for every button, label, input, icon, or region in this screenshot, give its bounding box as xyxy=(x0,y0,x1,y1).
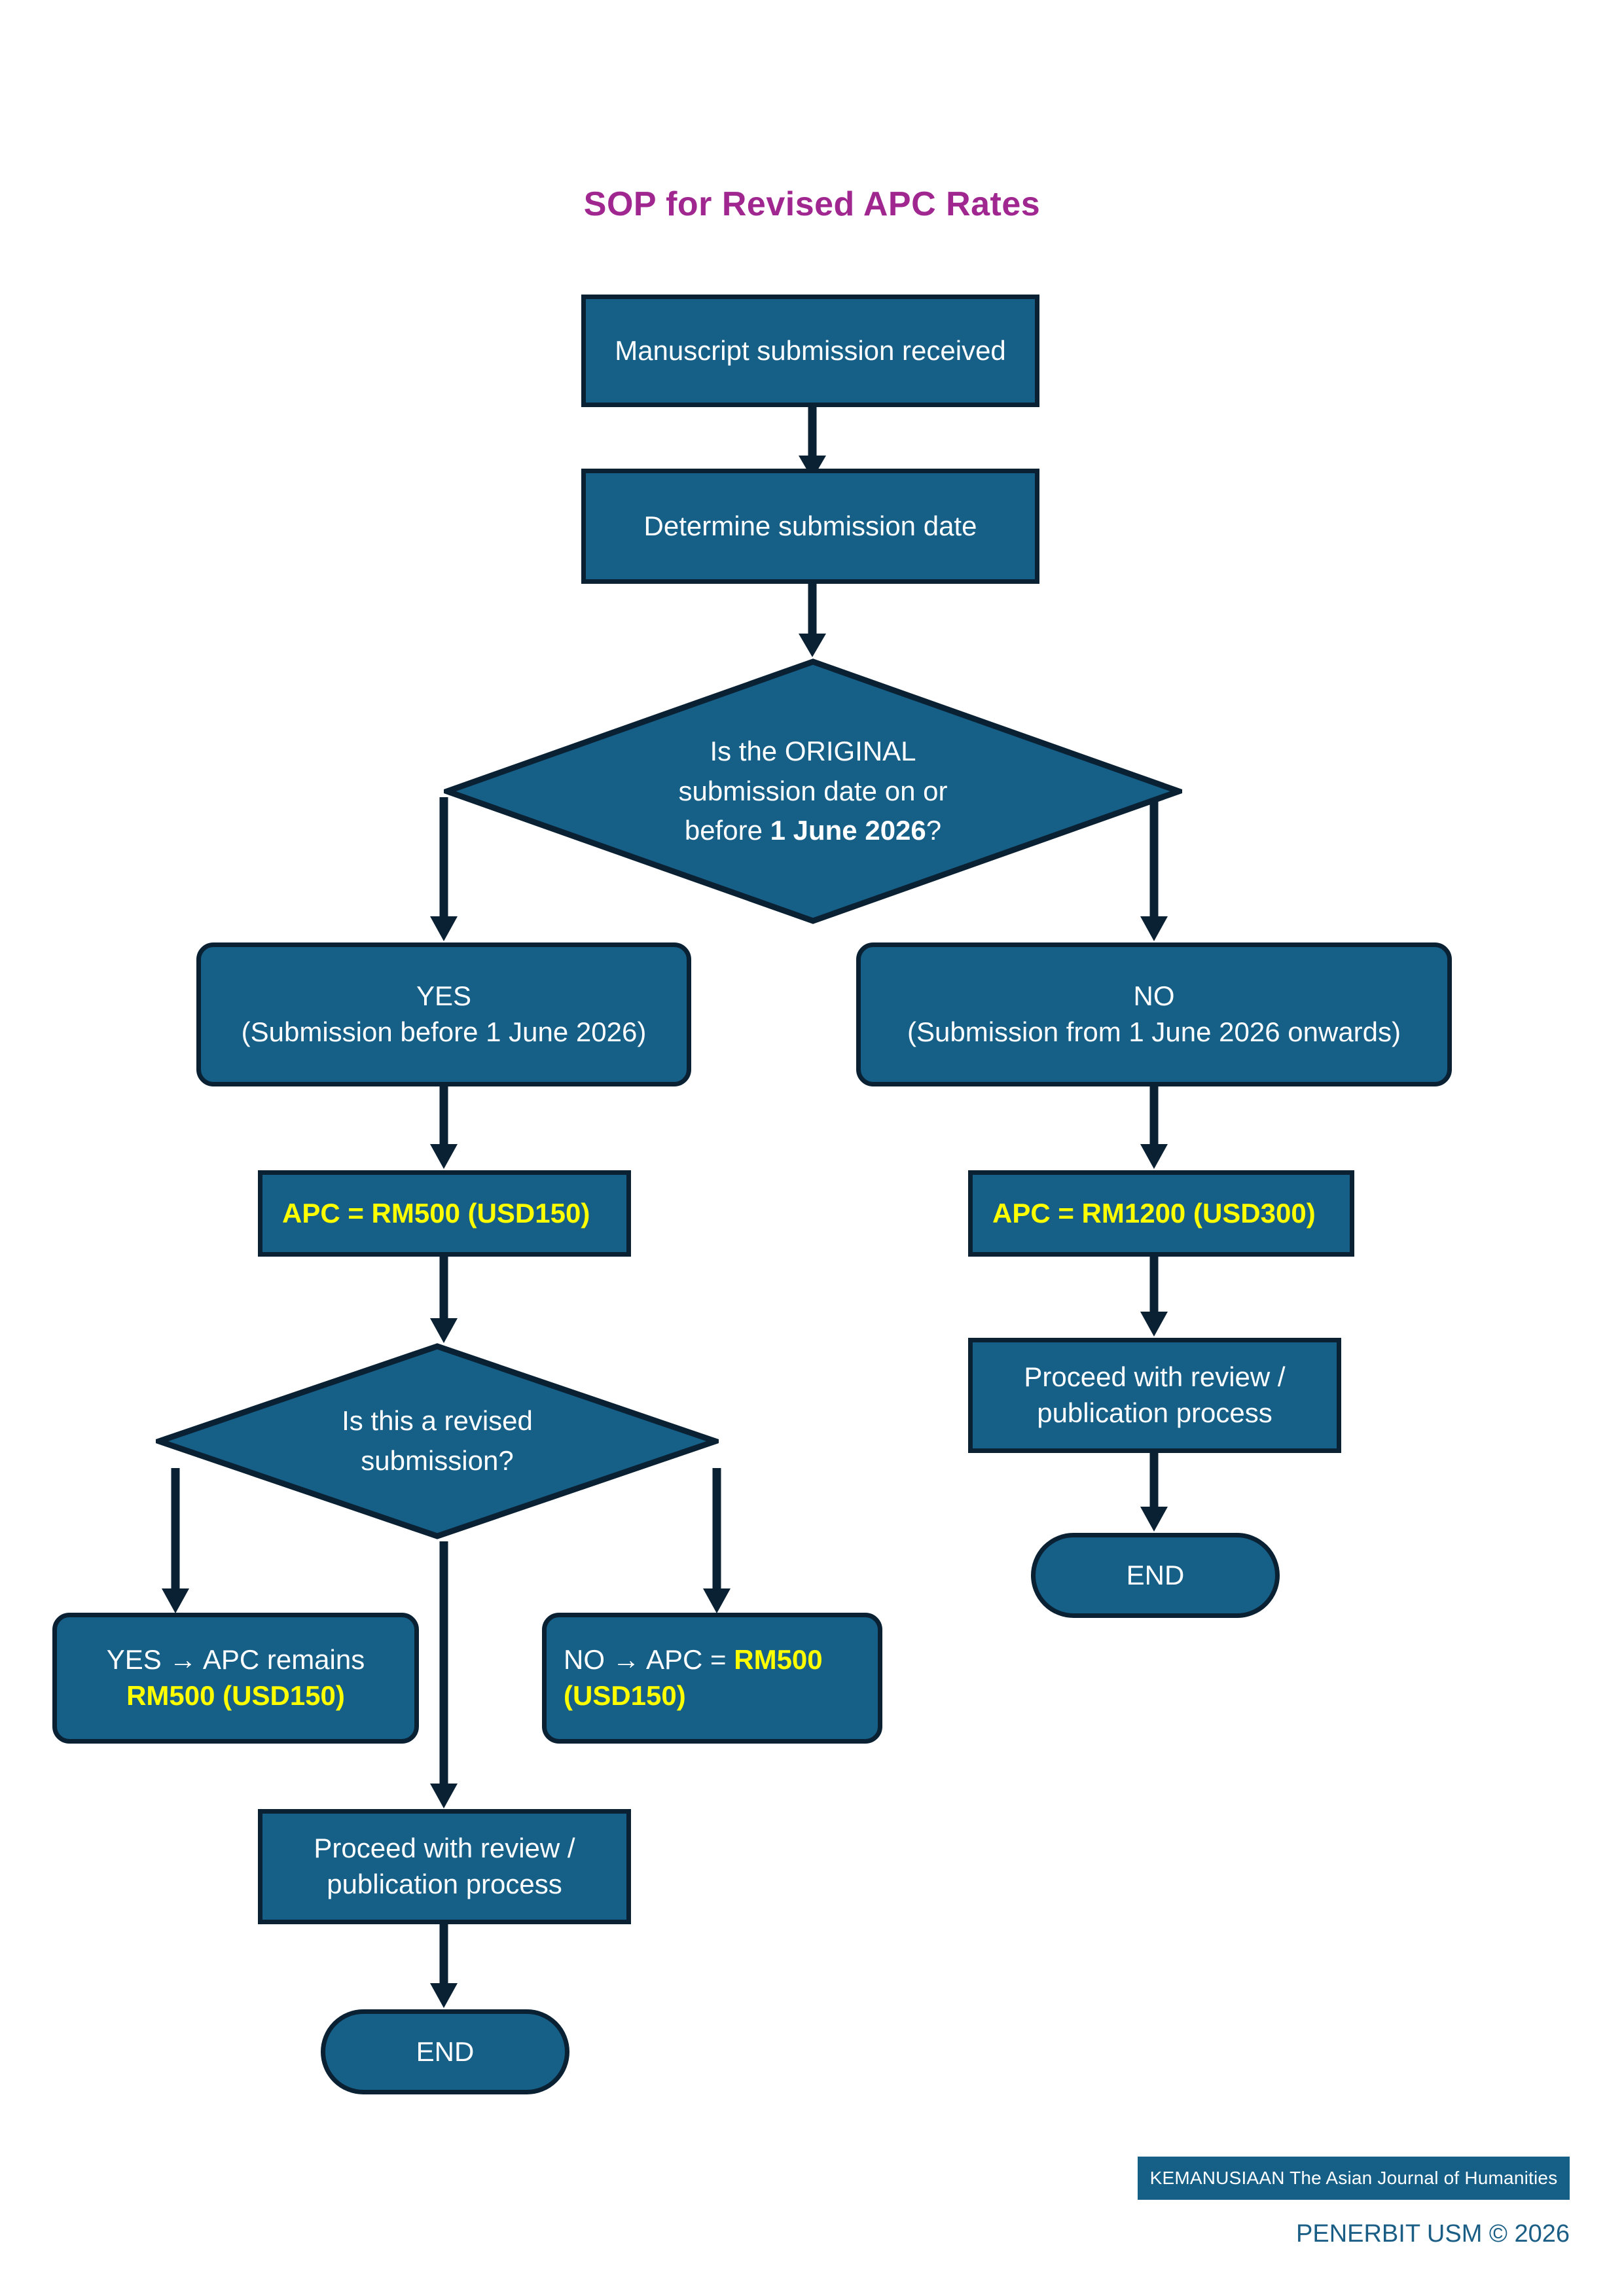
branch-no-line-1: NO xyxy=(1133,980,1175,1012)
connector-proceed-right-to-end xyxy=(1136,1452,1172,1533)
connector-decision1-no xyxy=(1136,797,1172,942)
decision-line-3: before 1 June 2026? xyxy=(684,815,942,846)
connector-decision2-yes xyxy=(157,1468,194,1615)
proceed-left-line-1: Proceed with review / xyxy=(314,1833,575,1864)
node-label: END xyxy=(416,2036,475,2067)
node-proceed-right[interactable]: Proceed with review / publication proces… xyxy=(968,1338,1341,1453)
footer-journal-banner: KEMANUSIAAN The Asian Journal of Humanit… xyxy=(1138,2157,1570,2200)
node-end-left[interactable]: END xyxy=(321,2009,569,2094)
decision-line-1: Is the ORIGINAL xyxy=(710,735,916,766)
node-apc-low[interactable]: APC = RM500 (USD150) xyxy=(258,1170,631,1257)
connector-apc-high-to-proceed-right xyxy=(1136,1257,1172,1338)
node-decision-revised-submission[interactable]: Is this a revised submission? xyxy=(156,1343,719,1539)
node-label: APC = RM500 (USD150) xyxy=(282,1197,590,1229)
connector-decision1-yes xyxy=(425,797,462,942)
connector-decision2-to-proceed-left xyxy=(425,1541,462,1810)
node-decision-original-submission-date[interactable]: Is the ORIGINAL submission date on or be… xyxy=(444,658,1182,924)
decision-text: Is this a revised submission? xyxy=(156,1343,719,1539)
node-apc-high[interactable]: APC = RM1200 (USD300) xyxy=(968,1170,1354,1257)
connector-no-to-apc-high xyxy=(1136,1086,1172,1170)
node-label: Manuscript submission received xyxy=(615,334,1006,366)
revised-yes-amount: RM500 (USD150) xyxy=(126,1680,345,1711)
branch-no-line-2: (Submission from 1 June 2026 onwards) xyxy=(907,1016,1401,1047)
node-label: Determine submission date xyxy=(643,510,977,541)
decision-line-2: submission date on or xyxy=(678,775,948,806)
node-manuscript-submission-received[interactable]: Manuscript submission received xyxy=(581,295,1039,407)
page-title: SOP for Revised APC Rates xyxy=(583,185,1041,223)
footer-copyright: PENERBIT USM © 2026 xyxy=(1296,2220,1570,2248)
node-end-right[interactable]: END xyxy=(1031,1533,1280,1618)
node-label: END xyxy=(1126,1559,1185,1590)
revised-yes-plain: YES → APC remains xyxy=(106,1644,365,1676)
diamond-shape xyxy=(444,658,1182,924)
decision-line-2: submission? xyxy=(361,1445,514,1476)
connector-proceed-left-to-end xyxy=(425,1924,462,2009)
connector-determine-to-decision1 xyxy=(794,583,831,658)
node-proceed-left[interactable]: Proceed with review / publication proces… xyxy=(258,1809,631,1924)
node-branch-no[interactable]: NO (Submission from 1 June 2026 onwards) xyxy=(856,942,1452,1086)
revised-no-plain: NO → APC = xyxy=(564,1644,734,1676)
node-revised-no[interactable]: NO → APC = RM500 (USD150) xyxy=(542,1613,882,1744)
proceed-right-line-1: Proceed with review / xyxy=(1024,1361,1286,1393)
node-branch-yes[interactable]: YES (Submission before 1 June 2026) xyxy=(196,942,691,1086)
connector-start-to-determine xyxy=(794,406,831,480)
connector-yes-to-apc-low xyxy=(425,1086,462,1170)
decision-text: Is the ORIGINAL submission date on or be… xyxy=(444,658,1182,924)
revised-no-amount: RM500 (USD150) xyxy=(564,1644,823,1711)
footer-banner-text: KEMANUSIAAN The Asian Journal of Humanit… xyxy=(1149,2168,1558,2188)
proceed-left-line-2: publication process xyxy=(327,1869,562,1899)
node-revised-yes[interactable]: YES → APC remains RM500 (USD150) xyxy=(52,1613,419,1744)
branch-yes-line-1: YES xyxy=(416,980,472,1012)
connector-apc-low-to-decision2 xyxy=(425,1257,462,1344)
connector-decision2-no xyxy=(698,1468,735,1615)
decision-line-1: Is this a revised xyxy=(342,1405,533,1437)
diamond-shape xyxy=(156,1343,719,1539)
node-determine-submission-date[interactable]: Determine submission date xyxy=(581,469,1039,584)
node-label: APC = RM1200 (USD300) xyxy=(992,1197,1316,1229)
branch-yes-line-2: (Submission before 1 June 2026) xyxy=(241,1016,647,1047)
proceed-right-line-2: publication process xyxy=(1037,1397,1272,1428)
